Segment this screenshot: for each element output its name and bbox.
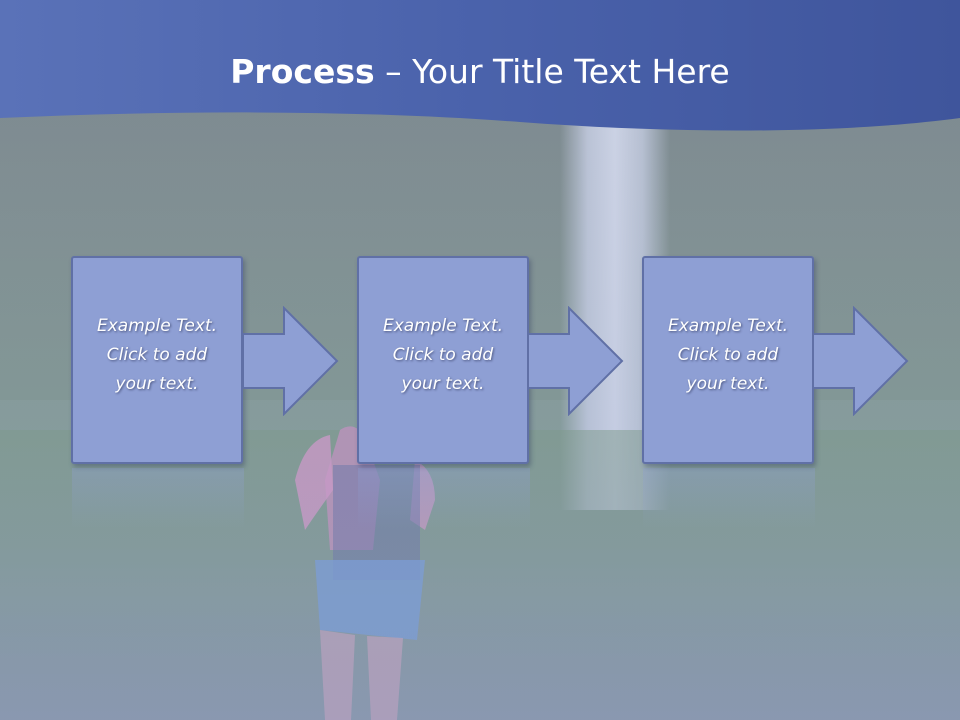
step-box[interactable] bbox=[71, 256, 243, 464]
process-step-1[interactable]: Example Text. Click to add your text. bbox=[71, 256, 247, 466]
background-meadow bbox=[0, 430, 960, 720]
slide-title[interactable]: Process – Your Title Text Here bbox=[0, 52, 960, 91]
arrow-right-icon bbox=[527, 306, 624, 416]
step-line: Click to add bbox=[677, 345, 779, 365]
step-line: Click to add bbox=[106, 345, 208, 365]
step-line: Click to add bbox=[392, 345, 494, 365]
step-line: your text. bbox=[686, 374, 770, 394]
step-line: your text. bbox=[115, 374, 199, 394]
step-text[interactable]: Example Text. Click to add your text. bbox=[642, 312, 814, 399]
step-line: Example Text. bbox=[382, 316, 504, 336]
step-box[interactable] bbox=[642, 256, 814, 464]
step-reflection bbox=[643, 468, 815, 528]
header-band bbox=[0, 0, 960, 131]
step-text[interactable]: Example Text. Click to add your text. bbox=[357, 312, 529, 399]
process-step-3[interactable]: Example Text. Click to add your text. bbox=[642, 256, 818, 466]
title-strong: Process bbox=[230, 52, 375, 91]
step-reflection bbox=[358, 468, 530, 528]
arrow-right-icon bbox=[242, 306, 339, 416]
arrow-right-icon bbox=[812, 306, 909, 416]
step-line: Example Text. bbox=[96, 316, 218, 336]
step-reflection bbox=[72, 468, 244, 528]
process-step-2[interactable]: Example Text. Click to add your text. bbox=[357, 256, 533, 466]
step-line: Example Text. bbox=[667, 316, 789, 336]
step-box[interactable] bbox=[357, 256, 529, 464]
title-rest: – Your Title Text Here bbox=[374, 52, 730, 91]
step-line: your text. bbox=[401, 374, 485, 394]
step-text[interactable]: Example Text. Click to add your text. bbox=[71, 312, 243, 399]
